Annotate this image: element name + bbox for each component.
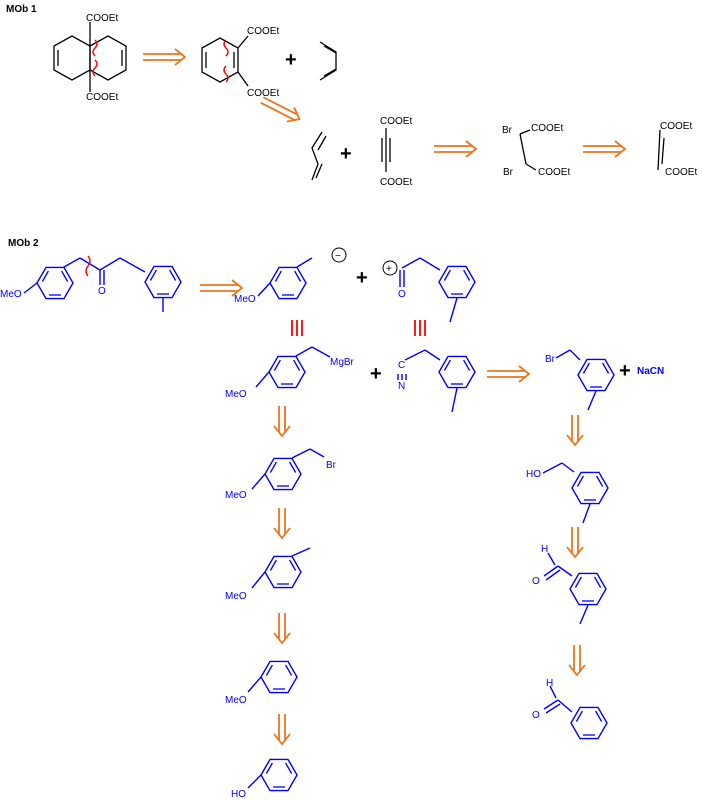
mob1-cyclohexadiene-diester [201,35,249,87]
mob1-target-ester-bottom: COOEt [86,92,118,103]
mob2-title: MOb 2 [8,238,39,249]
mob1-bromo-top: Br [502,125,513,136]
retro-arrow-diagonal-icon [257,91,304,128]
mob2-nitrile-nitrogen: N [398,381,405,392]
retro-arrow-down-icon [273,713,291,745]
retro-arrow-down-icon [273,507,291,539]
mob2-grignard-reagent [255,346,331,389]
mob2-cation-oxygen: O [398,289,406,300]
mob2-methylanisole [251,547,311,589]
mob1-diene-ester-top: COOEt [247,26,279,37]
mob2-methylanisole-methoxy: MeO [225,591,247,602]
mob2-alcohol-hydroxy: HO [526,469,541,480]
retro-arrow-icon [486,365,530,383]
mob1-target-bicyclic-diester [53,22,127,92]
mob2-grignard-methoxy: MeO [225,389,247,400]
retro-arrow-down-icon [568,644,586,676]
mob2-aldehyde-hydrogen: H [541,544,548,555]
mob2-methylbenzyl-bromide [555,349,615,411]
mob1-bromo-bottom: Br [503,167,514,178]
retro-arrow-icon [582,140,626,158]
mob1-maleate-ester-bottom: COOEt [665,167,697,178]
plus-sign: + [619,360,631,382]
mob2-aryl-anion-synthon [257,247,347,300]
mob2-acyl-cation-synthon [382,257,476,323]
mob2-methylbenzyl-alcohol [542,462,609,524]
mob2-benzyl-bromo: Br [545,354,556,365]
plus-sign: + [370,363,382,385]
retro-arrow-icon [142,48,186,66]
mob2-nitrile-carbon: C [398,360,405,371]
mob2-phenol-hydroxy: HO [231,789,246,800]
mob2-anisole [247,660,298,694]
retro-arrow-down-icon [566,414,584,446]
mob1-dibromo-ester-top: COOEt [531,123,563,134]
mob1-dibromo-diester [519,129,537,171]
mob1-title: MOb 1 [6,4,37,15]
mob2-methoxybenzyl-bromide [251,448,325,491]
plus-sign: + [285,49,297,71]
cation-charge: + [386,264,392,275]
mob2-benzaldehyde-oxygen: O [532,710,540,721]
mob1-butadiene-lower [311,131,327,181]
mob2-mgbr-label: MgBr [330,357,355,368]
mob2-anion-methoxy: MeO [234,294,256,305]
mob2-bromo-label: Br [326,460,337,471]
plus-sign: + [340,143,352,165]
mob2-methylbenzaldehyde [543,552,607,625]
equivalence-icon [291,319,303,337]
mob2-sodium-cyanide: NaCN [637,366,664,377]
mob2-phenol [247,758,298,792]
mob2-target-oxygen: O [98,286,106,297]
mob2-target-methoxy: MeO [0,289,22,300]
mob1-dibromo-ester-bottom: COOEt [538,167,570,178]
retro-arrow-down-icon [273,612,291,644]
mob1-diene-ester-bottom: COOEt [247,88,279,99]
mob2-arylacetonitrile [397,349,476,413]
mob2-target-ketone [23,255,182,312]
mob1-alkyne-ester-bottom: COOEt [380,177,412,188]
anion-charge: − [335,251,341,262]
plus-sign: + [356,267,368,289]
retro-arrow-down-icon [273,405,291,437]
mob1-maleate-ester-top: COOEt [660,121,692,132]
mob2-benzaldehyde-hydrogen: H [546,678,553,689]
mob1-acetylene-diester [381,128,391,172]
mob1-maleate-diester [657,129,665,171]
retro-arrow-icon [433,140,477,158]
mob2-bromide-methoxy: MeO [225,490,247,501]
mob1-alkyne-ester-top: COOEt [380,116,412,127]
mob1-target-ester-top: COOEt [86,13,118,24]
equivalence-icon [414,319,426,337]
retro-arrow-down-icon [566,526,584,558]
mob2-aldehyde-oxygen: O [532,576,540,587]
mob1-butadiene-upper [319,41,337,81]
mob2-benzaldehyde [543,685,608,740]
mob2-anisole-methoxy: MeO [225,695,247,706]
